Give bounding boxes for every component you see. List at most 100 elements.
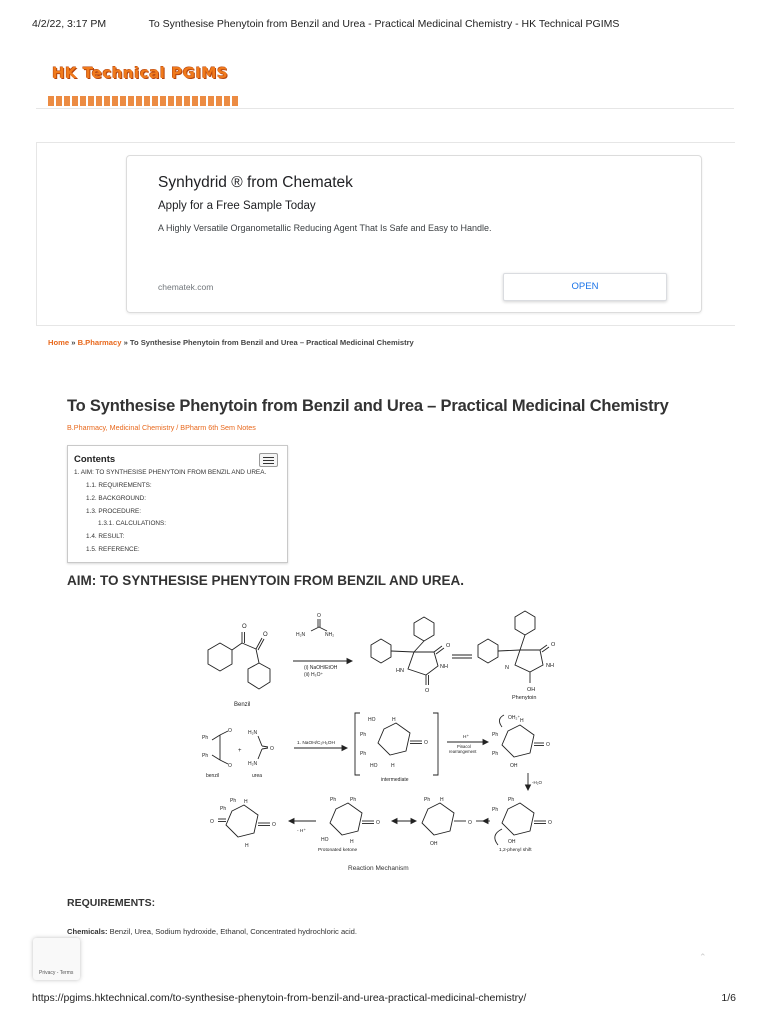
scheme-text: Ph: [360, 751, 366, 757]
label-benzil: Benzil: [234, 702, 250, 708]
scheme-text: HO: [368, 717, 376, 723]
post-title: To Synthesise Phenytoin from Benzil and …: [67, 397, 669, 415]
scheme-text: O: [272, 822, 276, 828]
benzil-structure: [207, 632, 271, 690]
chevron-up-icon[interactable]: ⌃: [699, 952, 707, 962]
scheme-text: O: [446, 643, 451, 649]
ad-card[interactable]: [126, 155, 702, 313]
ad-domain[interactable]: chematek.com: [158, 282, 214, 292]
reaction-arrow-3: [287, 817, 316, 825]
scheme-text: O: [424, 740, 428, 746]
breadcrumb-current: To Synthesise Phenytoin from Benzil and …: [129, 338, 414, 347]
toc-item-calculations[interactable]: 1.3.1. CALCULATIONS:: [98, 520, 167, 527]
scheme-text: Ph: [492, 807, 498, 813]
reaction-scheme-image: O O Benzil O H₂N NH₂ (i) NaOH/EtOH (ii) …: [202, 610, 556, 872]
print-page-title: To Synthesise Phenytoin from Benzil and …: [148, 18, 620, 30]
scheme-text: O: [548, 820, 552, 826]
scheme-text: O: [376, 820, 380, 826]
scheme-text: 1. NaOH/C₂H₅OH: [297, 740, 335, 746]
scheme-text: HN: [396, 668, 404, 674]
breadcrumb-home[interactable]: Home: [48, 338, 70, 347]
site-logo[interactable]: HK Technical PGIMS: [52, 64, 229, 82]
scheme-text: Ph: [330, 797, 336, 803]
scheme-text: OH: [527, 687, 535, 693]
toc-item-procedure[interactable]: 1.3. PROCEDURE:: [86, 508, 142, 515]
ad-open-button[interactable]: OPEN: [503, 273, 667, 301]
scheme-text: Ph: [220, 806, 226, 812]
breadcrumb-separator: »: [69, 338, 78, 347]
toc-item-reference[interactable]: 1.5. REFERENCE:: [86, 546, 140, 553]
phenytoin-product-structure: [218, 804, 270, 838]
scheme-text: H: [392, 717, 396, 723]
intermediate-structure: [354, 712, 439, 776]
resonance-arrow: [390, 817, 418, 825]
ad-subtitle: Apply for a Free Sample Today: [158, 200, 316, 212]
print-datetime: 4/2/22, 3:17 PM: [32, 18, 107, 30]
scheme-text: rearrangement: [449, 749, 477, 754]
plus-sign: +: [238, 748, 242, 754]
scheme-text: O: [270, 746, 274, 752]
scheme-text: NH: [440, 664, 448, 670]
scheme-text: -H₂O: [532, 780, 542, 785]
label-benzil-small: benzil: [206, 773, 219, 779]
scheme-text: H: [391, 763, 395, 769]
scheme-text: Ph: [492, 732, 498, 738]
scheme-text: (i) NaOH/EtOH: [304, 665, 338, 671]
label-phenytoin: Phenytoin: [512, 695, 536, 701]
label-protonated-ketone: Protonated ketone: [318, 847, 358, 853]
scheme-text: H: [245, 843, 249, 849]
toc-item-requirements[interactable]: 1.1. REQUIREMENTS:: [86, 482, 152, 489]
scheme-text: O: [425, 688, 430, 694]
recaptcha-badge[interactable]: [33, 938, 80, 980]
label-reaction-mechanism: Reaction Mechanism: [348, 865, 409, 872]
toc-item-aim[interactable]: 1. AIM: TO SYNTHESISE PHENYTOIN FROM BEN…: [74, 469, 267, 476]
toc-item-background[interactable]: 1.2. BACKGROUND:: [86, 495, 147, 502]
benzil-small-structure: [211, 730, 229, 765]
label-urea: urea: [252, 773, 262, 779]
ad-title[interactable]: Synhydrid ® from Chematek: [158, 174, 353, 191]
scheme-text: OH: [510, 763, 518, 769]
print-url: https://pgims.hktechnical.com/to-synthes…: [32, 992, 527, 1004]
protonated-ketone-structure: [329, 802, 374, 836]
table-of-contents: Contents 1. AIM: TO SYNTHESISE PHENYTOIN…: [67, 445, 288, 563]
chemicals-text: Benzil, Urea, Sodium hydroxide, Ethanol,…: [107, 927, 357, 936]
scheme-text: Pinacol: [457, 744, 471, 749]
toc-toggle-button[interactable]: [259, 453, 278, 467]
scheme-text: Ph: [350, 797, 356, 803]
scheme-text: Ph: [492, 751, 498, 757]
scheme-text: HO: [321, 837, 329, 843]
scheme-text: - H⁺: [297, 828, 306, 834]
chemicals-label: Chemicals:: [67, 927, 108, 936]
scheme-text: O: [263, 632, 268, 638]
label-intermediate: intermediate: [381, 777, 409, 783]
scheme-text: H⁺: [463, 734, 469, 740]
logo-overflow-strip: [48, 96, 238, 106]
scheme-text: OH: [430, 841, 438, 847]
scheme-text: Ph: [424, 797, 430, 803]
ad-container: [36, 142, 735, 326]
scheme-text: H: [440, 797, 444, 803]
breadcrumb-separator: »: [121, 338, 130, 347]
scheme-text: O: [228, 728, 232, 734]
recaptcha-privacy-terms[interactable]: Privacy - Terms: [39, 970, 74, 976]
post-categories[interactable]: B.Pharmacy, Medicinal Chemistry / BPharm…: [67, 423, 256, 432]
toc-item-result[interactable]: 1.4. RESULT:: [86, 533, 125, 540]
equilibrium-sign: [452, 654, 472, 659]
scheme-text: H: [244, 799, 248, 805]
phenytoin-structure-1: [370, 616, 445, 685]
list-icon-line: [263, 463, 274, 465]
scheme-text: O: [210, 819, 214, 825]
breadcrumb-category[interactable]: B.Pharmacy: [77, 338, 122, 347]
reaction-arrow-2: [447, 738, 490, 746]
scheme-text: H: [350, 839, 354, 845]
scheme-text: O: [228, 763, 232, 769]
scheme-text: (ii) H₃O⁺: [304, 672, 323, 678]
scheme-text: Ph: [360, 732, 366, 738]
scheme-text: O: [242, 624, 247, 630]
scheme-text: O: [468, 820, 472, 826]
reaction-arrow-1: [294, 744, 349, 752]
scheme-text: H₂N: [248, 730, 258, 736]
phenyl-shift-structure: [494, 802, 546, 846]
print-page-number: 1/6: [721, 992, 736, 1004]
scheme-text: NH₂: [325, 632, 334, 638]
